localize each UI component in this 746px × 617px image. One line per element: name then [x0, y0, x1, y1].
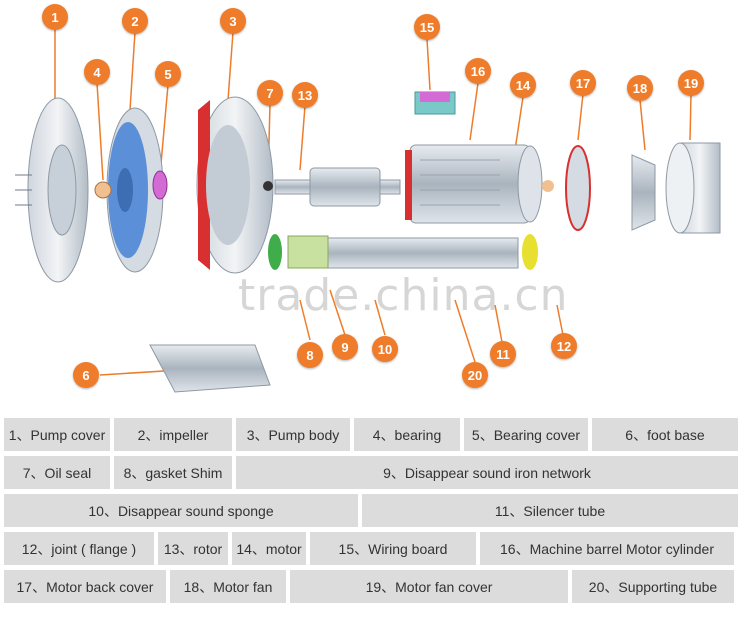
legend-cell: 12、joint ( flange ): [4, 532, 154, 565]
callout-15: 15: [414, 14, 440, 40]
watermark-text: trade.china.cn: [238, 270, 569, 321]
impeller-part: [106, 107, 164, 273]
legend-cell: 3、Pump body: [236, 418, 350, 451]
rotor-part: [274, 167, 401, 207]
legend-cell: 19、Motor fan cover: [290, 570, 568, 603]
callout-11: 11: [490, 341, 516, 367]
callout-13: 13: [292, 82, 318, 108]
callout-19: 19: [678, 70, 704, 96]
legend-cell: 4、bearing: [354, 418, 460, 451]
legend-cell: 8、gasket Shim: [114, 456, 232, 489]
callout-1: 1: [42, 4, 68, 30]
callout-12: 12: [551, 333, 577, 359]
oil-seal-part: [263, 181, 273, 191]
bearing-cover-part: [152, 170, 168, 200]
rear-bearing-part: [542, 180, 554, 192]
motor-back-cover-part: [565, 145, 591, 231]
leader-lines: [54, 28, 692, 376]
bearing-part: [94, 181, 112, 199]
legend-cell: 11、Silencer tube: [362, 494, 738, 527]
callout-16: 16: [465, 58, 491, 84]
legend-row-2: 7、Oil seal 8、gasket Shim 9、Disappear sou…: [4, 456, 738, 489]
callout-18: 18: [627, 75, 653, 101]
legend-cell: 15、Wiring board: [310, 532, 476, 565]
legend-cell: 17、Motor back cover: [4, 570, 166, 603]
legend-row-5: 17、Motor back cover 18、Motor fan 19、Moto…: [4, 570, 738, 603]
legend-cell: 16、Machine barrel Motor cylinder: [480, 532, 734, 565]
legend-cell: 6、foot base: [592, 418, 738, 451]
legend-row-4: 12、joint ( flange ) 13、rotor 14、motor 15…: [4, 532, 738, 565]
callout-9: 9: [332, 334, 358, 360]
motor-part: [405, 144, 543, 224]
pump-cover-part: [15, 97, 89, 283]
foot-base-part: [149, 344, 271, 393]
legend-cell: 5、Bearing cover: [464, 418, 588, 451]
exploded-diagram: trade.china.cn 1 2 3 4 5 6 7 8 9 10 11 1…: [15, 4, 721, 393]
callout-6: 6: [73, 362, 99, 388]
callout-5: 5: [155, 61, 181, 87]
parts-illustration: [15, 28, 721, 393]
callout-17: 17: [570, 70, 596, 96]
callout-8: 8: [297, 342, 323, 368]
legend-cell: 7、Oil seal: [4, 456, 110, 489]
callout-4: 4: [84, 59, 110, 85]
motor-fan-part: [631, 154, 656, 231]
motor-fan-cover-part: [665, 142, 721, 234]
legend-cell: 13、rotor: [158, 532, 228, 565]
legend-cell: 20、Supporting tube: [572, 570, 734, 603]
pump-body-part: [196, 96, 274, 274]
callout-14: 14: [510, 72, 536, 98]
legend-cell: 18、Motor fan: [170, 570, 286, 603]
legend-cell: 2、impeller: [114, 418, 232, 451]
callout-7: 7: [257, 80, 283, 106]
legend-cell: 10、Disappear sound sponge: [4, 494, 358, 527]
legend-cell: 1、Pump cover: [4, 418, 110, 451]
legend-row-1: 1、Pump cover 2、impeller 3、Pump body 4、be…: [4, 418, 738, 451]
callout-3: 3: [220, 8, 246, 34]
silencer-assembly-part: [268, 234, 538, 270]
callout-20: 20: [462, 362, 488, 388]
legend-cell: 9、Disappear sound iron network: [236, 456, 738, 489]
parts-legend-table: 1、Pump cover 2、impeller 3、Pump body 4、be…: [4, 418, 738, 608]
callout-2: 2: [122, 8, 148, 34]
legend-row-3: 10、Disappear sound sponge 11、Silencer tu…: [4, 494, 738, 527]
wiring-board-part: [414, 91, 456, 115]
legend-cell: 14、motor: [232, 532, 306, 565]
callout-10: 10: [372, 336, 398, 362]
